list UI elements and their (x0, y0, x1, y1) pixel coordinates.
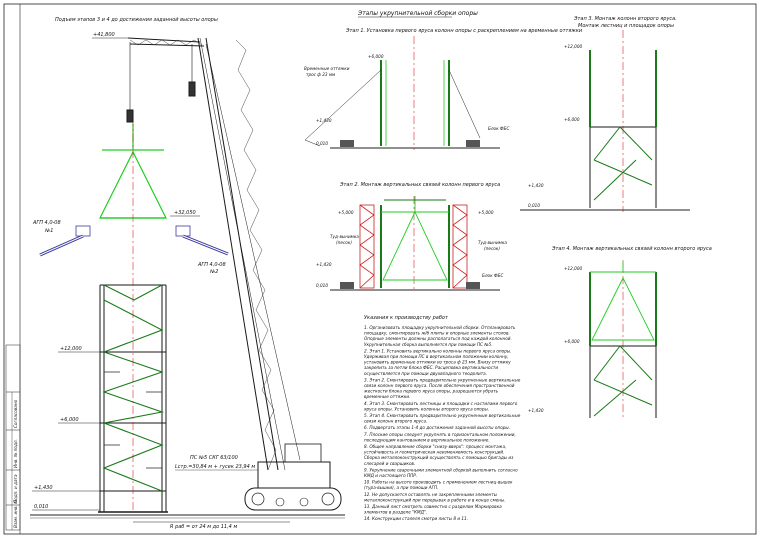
elev-main-0010: 0,010 (34, 504, 48, 510)
note-item: 4. Этап 3. Смонтировать лестницы и площа… (364, 401, 518, 412)
elevation-marks-main (32, 37, 200, 511)
stage1-guys-rope: трос ф 23 мм (306, 72, 335, 77)
note-item: 7. Плоские опоры следует укрупнять в гор… (364, 432, 516, 443)
agp-left-label: АГП 4,0-08 (32, 220, 61, 226)
stage4-elev-12000: +12,000 (564, 266, 582, 271)
stage2-tug-left-sub: (песок) (336, 240, 352, 245)
note-item: 8. Общее направление сборки "снизу-вверх… (363, 444, 514, 466)
agp-left-number: №1 (44, 228, 53, 234)
agp-right (175, 225, 229, 256)
note-item: 5. Этап 4. Смонтировать предварительно у… (364, 413, 521, 424)
agp-right-number: №2 (209, 269, 218, 275)
note-item: 13. Данный лист смотреть совместно с раз… (364, 504, 502, 515)
stage2-tug-right: Туд-вынимка (478, 240, 507, 245)
title-stage1: Этап 1. Установка первого яруса колонн о… (345, 28, 583, 34)
notes-list: 1. Организовать площадку укрупнительной … (363, 325, 521, 521)
stage2-block-fbs: Блок ФБС (482, 273, 503, 278)
note-item: 9. Укрупнение сварочными элементной сбор… (364, 467, 518, 478)
elev-main-32050: +32,050 (174, 210, 196, 216)
crane-radius: R раб = от 24 м до 11,4 м (170, 524, 237, 530)
stage1-elev-0010: 0,010 (316, 141, 328, 146)
elev-main-41800: +41,800 (93, 32, 115, 38)
title-stage3-line2: Монтаж лестниц и площадок опоры (578, 23, 674, 29)
stage3-elev-0010: 0,010 (528, 203, 540, 208)
stage3-drawing (520, 30, 690, 212)
stage4-elev-1430: +1,430 (528, 408, 544, 413)
stage1-elev-6000: +6,000 (368, 54, 384, 59)
stage1-elev-1430: +1,430 (316, 118, 332, 123)
stage3-elev-12000: +12,000 (564, 44, 582, 49)
tower-platforms (104, 371, 162, 469)
stage4-drawing (589, 260, 657, 420)
stage2-drawing (330, 196, 500, 292)
stage4-elev-6000: +6,000 (564, 339, 580, 344)
stamp-label-2: Подп. и дата (13, 474, 18, 503)
note-item: 1. Организовать площадку укрупнительной … (364, 325, 516, 347)
title-main-center: Этапы укрупнительной сборки опоры (357, 10, 478, 17)
stage3-elev-6000: +6,000 (564, 117, 580, 122)
left-stamp: Взам. инв. № Подп. и дата Инв. № подл. С… (5, 344, 21, 531)
agp-left (39, 225, 91, 257)
stamp-label-1: Взам. инв. № (13, 499, 18, 528)
elev-main-6000: +6,000 (60, 417, 79, 423)
note-item: 10. Работы на высоте производить с приме… (364, 480, 513, 491)
crane-model: ПС №5 СКГ 63/100 (190, 455, 238, 461)
stage1-drawing (304, 36, 500, 150)
elev-main-1430: +1,430 (34, 485, 53, 491)
note-item: 2. Этап 1. Установить вертикально колонн… (363, 348, 512, 375)
title-main-left: Подъем этапов 3 и 4 до достижения заданн… (55, 17, 218, 23)
stage1-guys-label: Временные оттяжки (304, 66, 350, 71)
stage2-tug-right-sub: (песок) (484, 246, 500, 251)
sheet-frame (3, 3, 757, 535)
note-item: 6. Подвергать этапы 1-4 до достижения за… (364, 425, 510, 430)
agp-right-label: АГП 4,0-08 (197, 262, 226, 268)
stage1-block-fbs: Блок ФБС (488, 126, 509, 131)
title-stage4: Этап 4. Монтаж вертикальных связей колон… (551, 246, 712, 252)
stage2-elev-1430: +1,430 (316, 262, 332, 267)
note-item: 12. Не допускается оставлять не закрепле… (364, 492, 506, 503)
elev-main-12000: +12,000 (60, 346, 82, 352)
stamp-label-4: Согласовано (13, 399, 18, 428)
title-stage3-line1: Этап 3. Монтаж колонн второго яруса. (573, 16, 677, 22)
stamp-label-3: Инв. № подл. (13, 439, 18, 468)
crane-params: Lстр.=30,84 м + гусек 23,94 м (175, 464, 255, 470)
stage2-elev-5000-right: +5,000 (478, 210, 494, 215)
stage2-elev-5000-left: +5,000 (338, 210, 354, 215)
stage3-elev-1430: +1,430 (528, 183, 544, 188)
stage2-elev-0010: 0,010 (316, 283, 328, 288)
crawler-crane (126, 37, 342, 511)
note-item: 3. Этап 2. Смонтировать предварительно у… (363, 377, 521, 399)
stage2-tug-left: Туд-вынимка (330, 234, 359, 239)
notes-heading: Указания к производству работ (364, 315, 449, 321)
note-item: 14. Конструкции сталеля смотри листы 8 и… (364, 516, 468, 521)
title-stage2: Этап 2. Монтаж вертикальных связей колон… (339, 182, 500, 188)
